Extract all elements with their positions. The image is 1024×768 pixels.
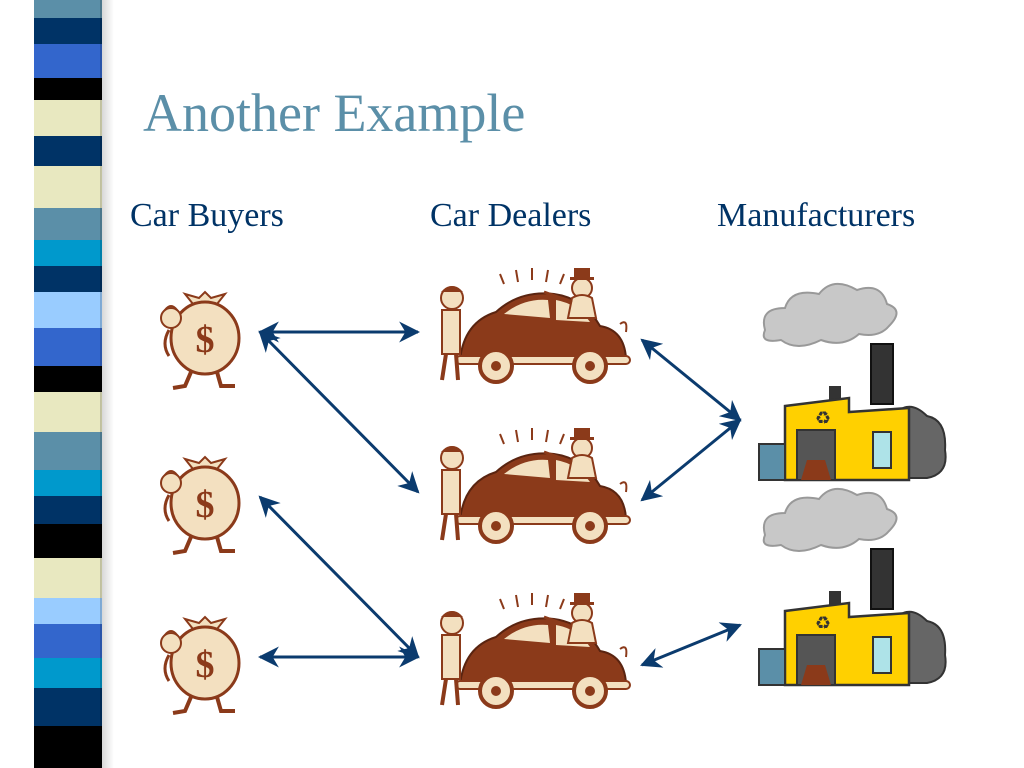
decorative-stripe-bar (34, 0, 102, 768)
column-heading-dealers: Car Dealers (430, 197, 592, 234)
factory-icon (757, 282, 947, 482)
stripe-shadow (100, 0, 114, 768)
money-bag-icon (159, 290, 241, 390)
car-dealer-icon (439, 426, 632, 544)
edge-dealer-1-factory-1 (640, 338, 742, 422)
slide-title: Another Example (143, 83, 526, 143)
money-bag-icon (159, 615, 241, 715)
edge-dealer-2-factory-1 (640, 418, 742, 502)
factory-icon (757, 487, 947, 687)
car-dealer-icon (439, 266, 632, 384)
edge-dealer-3-factory-2 (640, 622, 742, 668)
money-bag-icon (159, 455, 241, 555)
column-heading-buyers: Car Buyers (130, 197, 284, 234)
edge-buyer-1-dealer-2 (258, 330, 420, 494)
edge-buyer-2-dealer-3 (258, 495, 420, 659)
column-heading-manufacturers: Manufacturers (717, 197, 916, 234)
car-dealer-icon (439, 591, 632, 709)
